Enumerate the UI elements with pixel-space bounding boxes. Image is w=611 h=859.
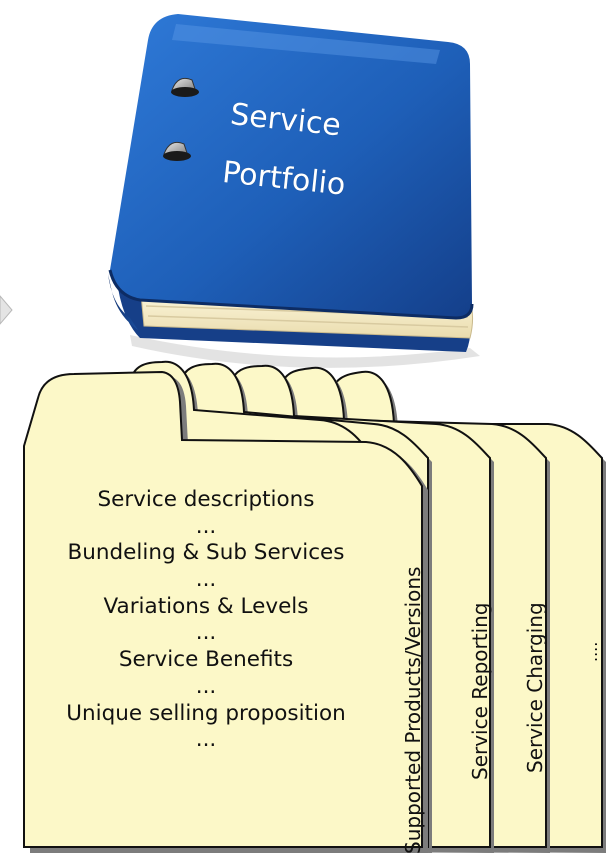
ring-icon <box>163 141 191 161</box>
list-separator: ... <box>195 727 217 753</box>
arrow-fragment-icon <box>0 295 13 325</box>
tab-label-more: .... <box>582 641 601 662</box>
main-page <box>23 370 423 848</box>
tab-label-supported-products: Supported Products/Versions <box>401 566 425 854</box>
list-separator: ... <box>195 567 217 593</box>
tab-pages <box>23 360 606 853</box>
binder-cover-edge <box>108 269 474 320</box>
ring-icon <box>171 77 199 97</box>
tab-label-service-reporting: Service Reporting <box>468 602 492 781</box>
list-item-benefits: Service Benefits <box>118 647 294 673</box>
binder-front-cover <box>110 14 472 318</box>
list-item-service-descriptions: Service descriptions <box>97 487 315 512</box>
list-item-variations: Variations & Levels <box>103 593 309 619</box>
list-item-bundeling: Bundeling & Sub Services <box>67 540 345 566</box>
tab-label-service-charging: Service Charging <box>523 602 547 773</box>
list-separator: ... <box>195 620 217 646</box>
list-item-usp: Unique selling proposition <box>66 700 346 726</box>
service-description-list: Service descriptions ... Bundeling & Sub… <box>30 487 382 754</box>
list-separator: ... <box>195 673 217 699</box>
binder-cover-highlight <box>172 24 440 64</box>
binder-shadow <box>130 335 480 368</box>
binder-illustration <box>108 14 480 368</box>
list-separator: ... <box>195 513 217 539</box>
